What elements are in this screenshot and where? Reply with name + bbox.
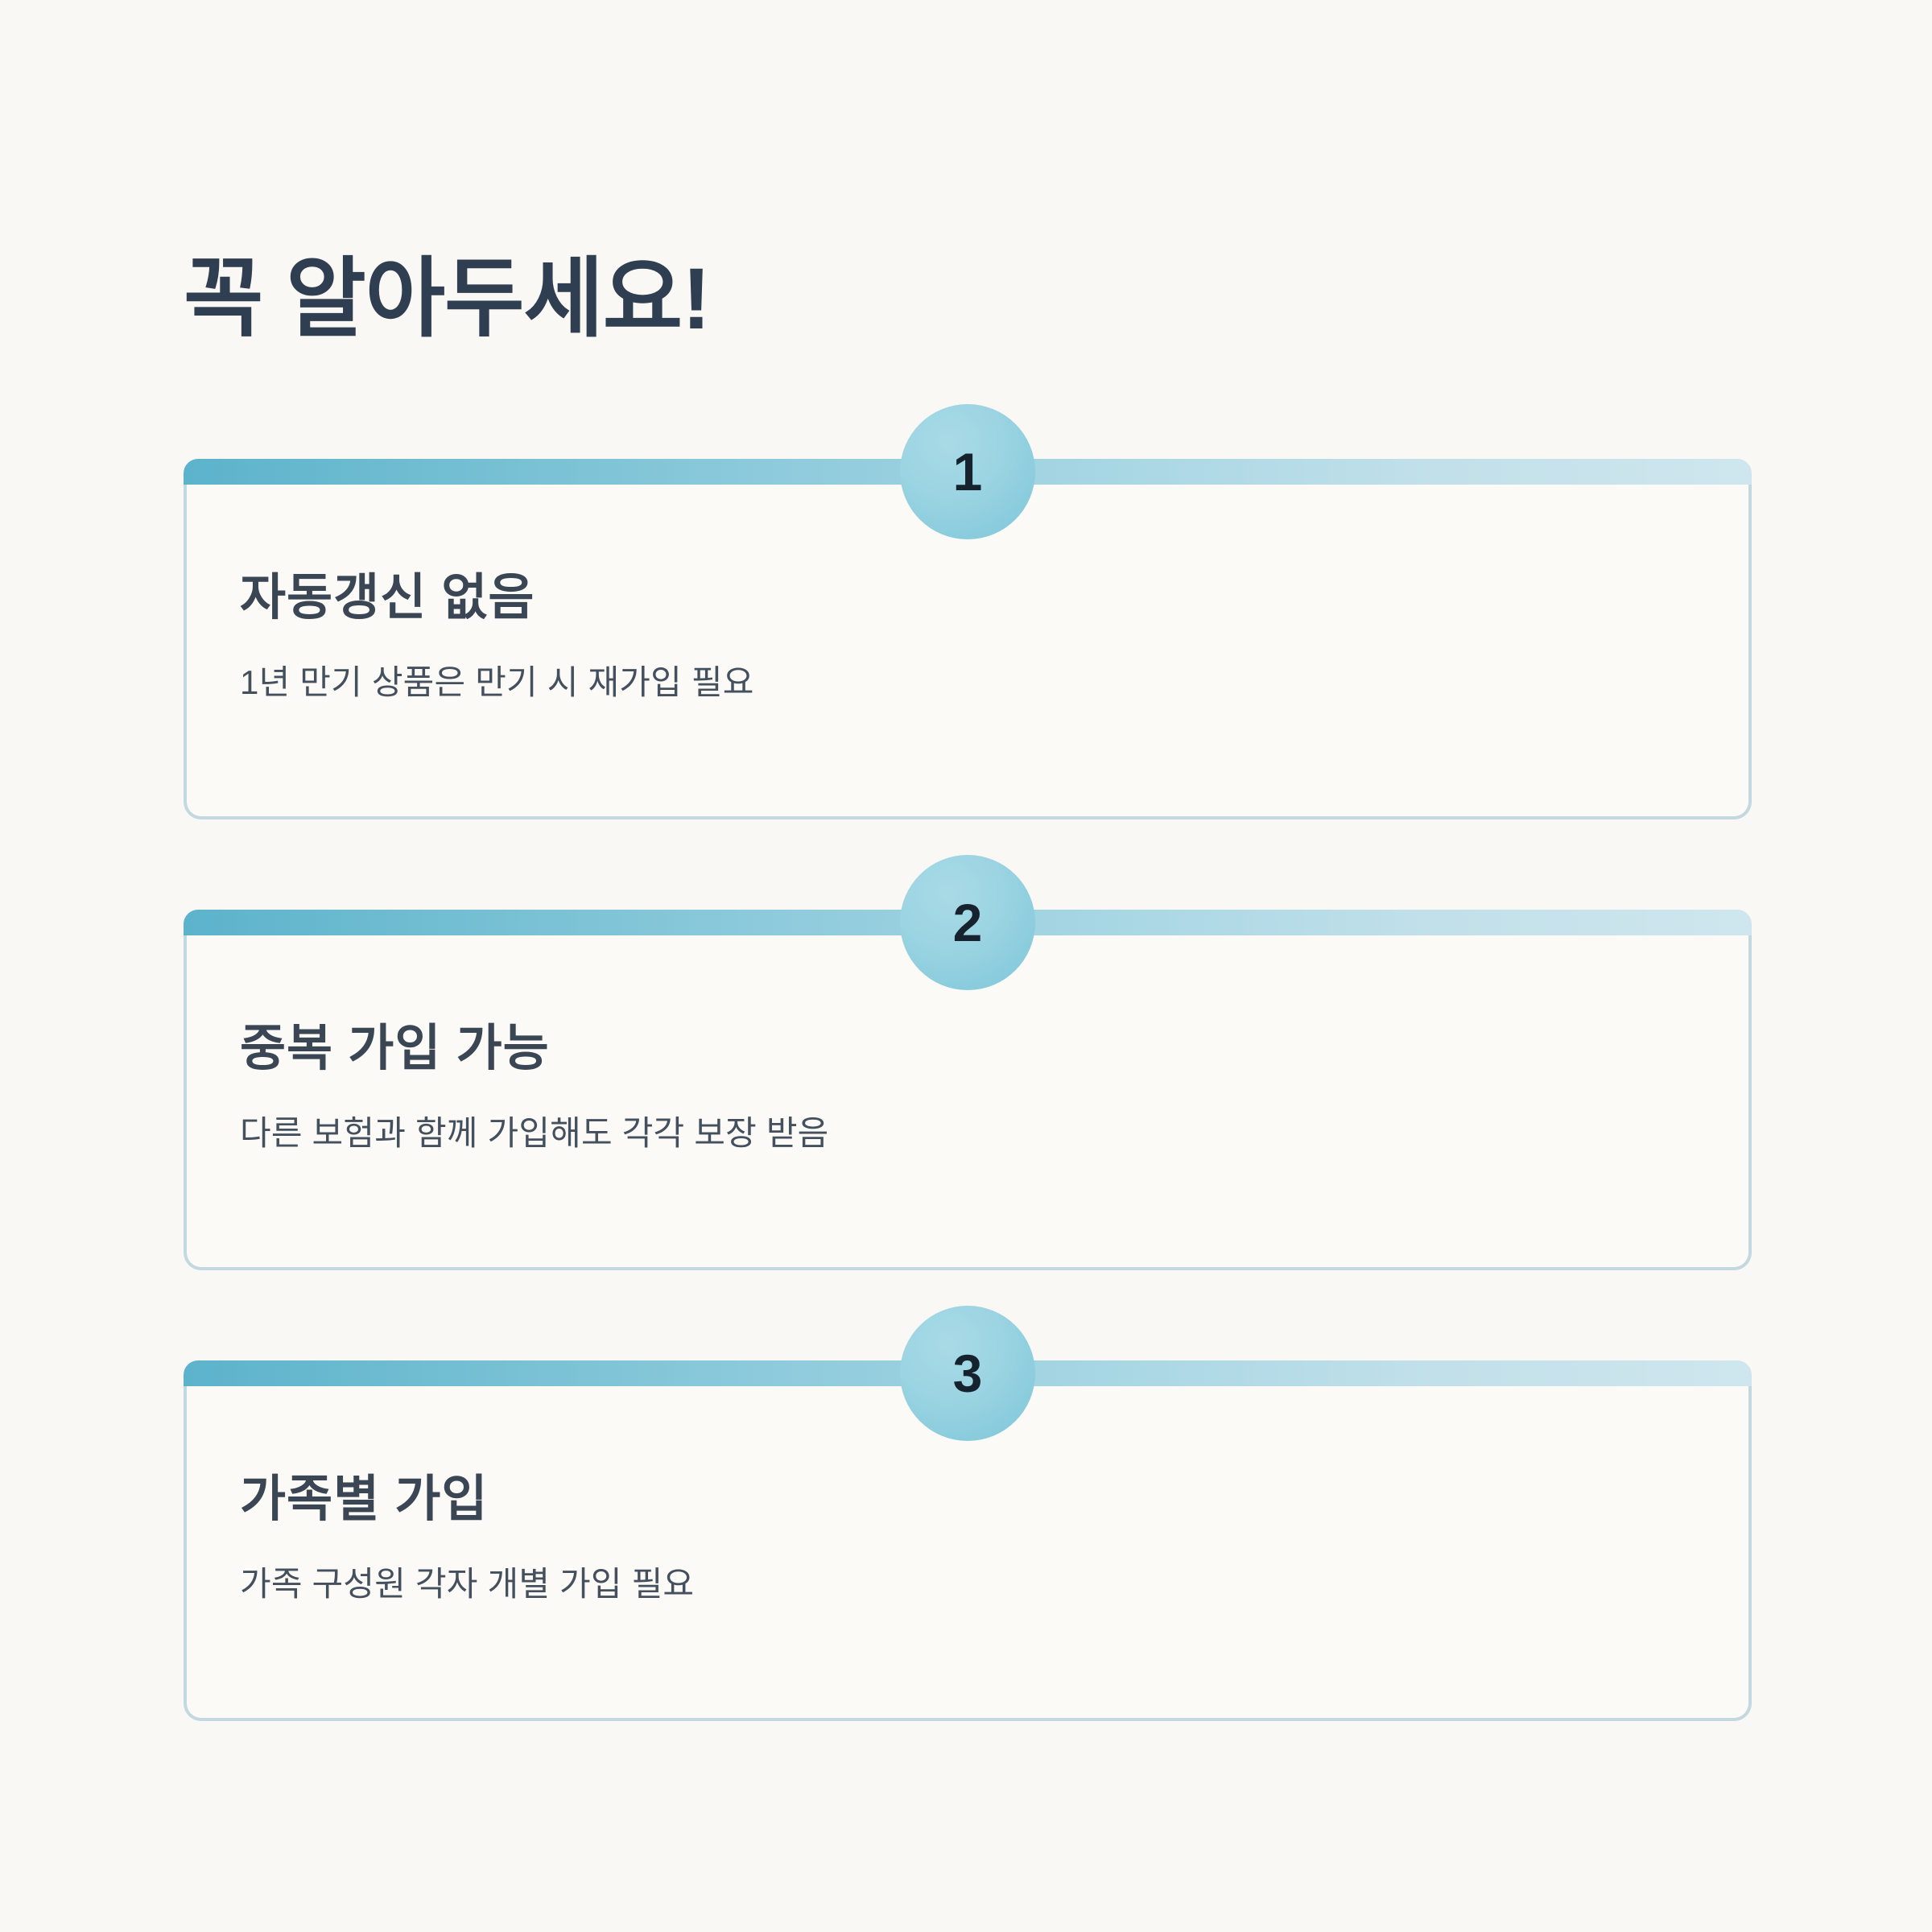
card-heading: 가족별 가입 <box>240 1472 489 1527</box>
card-number-label: 2 <box>952 893 983 952</box>
card-body: 중복 가입 가능 다른 보험과 함께 가입해도 각각 보장 받음 <box>240 1019 1695 1156</box>
card-description: 가족 구성원 각자 개별 가입 필요 <box>240 1565 695 1604</box>
notice-card-3[interactable]: 3 가족별 가입 가족 구성원 각자 개별 가입 필요 <box>184 1306 1752 1721</box>
card-number-badge: 1 <box>900 404 1035 539</box>
notice-card-1[interactable]: 1 자동갱신 없음 1년 만기 상품은 만기 시 재가입 필요 <box>184 404 1752 819</box>
card-number-label: 3 <box>952 1344 983 1403</box>
card-body: 가족별 가입 가족 구성원 각자 개별 가입 필요 <box>240 1470 1695 1607</box>
card-body: 자동갱신 없음 1년 만기 상품은 만기 시 재가입 필요 <box>240 568 1695 705</box>
card-number-badge: 2 <box>900 855 1035 990</box>
card-number-badge: 3 <box>900 1306 1035 1441</box>
page-title: 꼭 알아두세요! <box>184 250 711 348</box>
card-frame: 2 중복 가입 가능 다른 보험과 함께 가입해도 각각 보장 받음 <box>184 855 1752 1270</box>
notice-card-2[interactable]: 2 중복 가입 가능 다른 보험과 함께 가입해도 각각 보장 받음 <box>184 855 1752 1270</box>
card-frame: 1 자동갱신 없음 1년 만기 상품은 만기 시 재가입 필요 <box>184 404 1752 819</box>
card-description: 다른 보험과 함께 가입해도 각각 보장 받음 <box>240 1114 829 1153</box>
card-heading: 중복 가입 가능 <box>240 1021 550 1076</box>
card-frame: 3 가족별 가입 가족 구성원 각자 개별 가입 필요 <box>184 1306 1752 1721</box>
card-description: 1년 만기 상품은 만기 시 재가입 필요 <box>240 663 754 702</box>
card-heading: 자동갱신 없음 <box>240 570 535 625</box>
card-number-label: 1 <box>952 442 983 502</box>
